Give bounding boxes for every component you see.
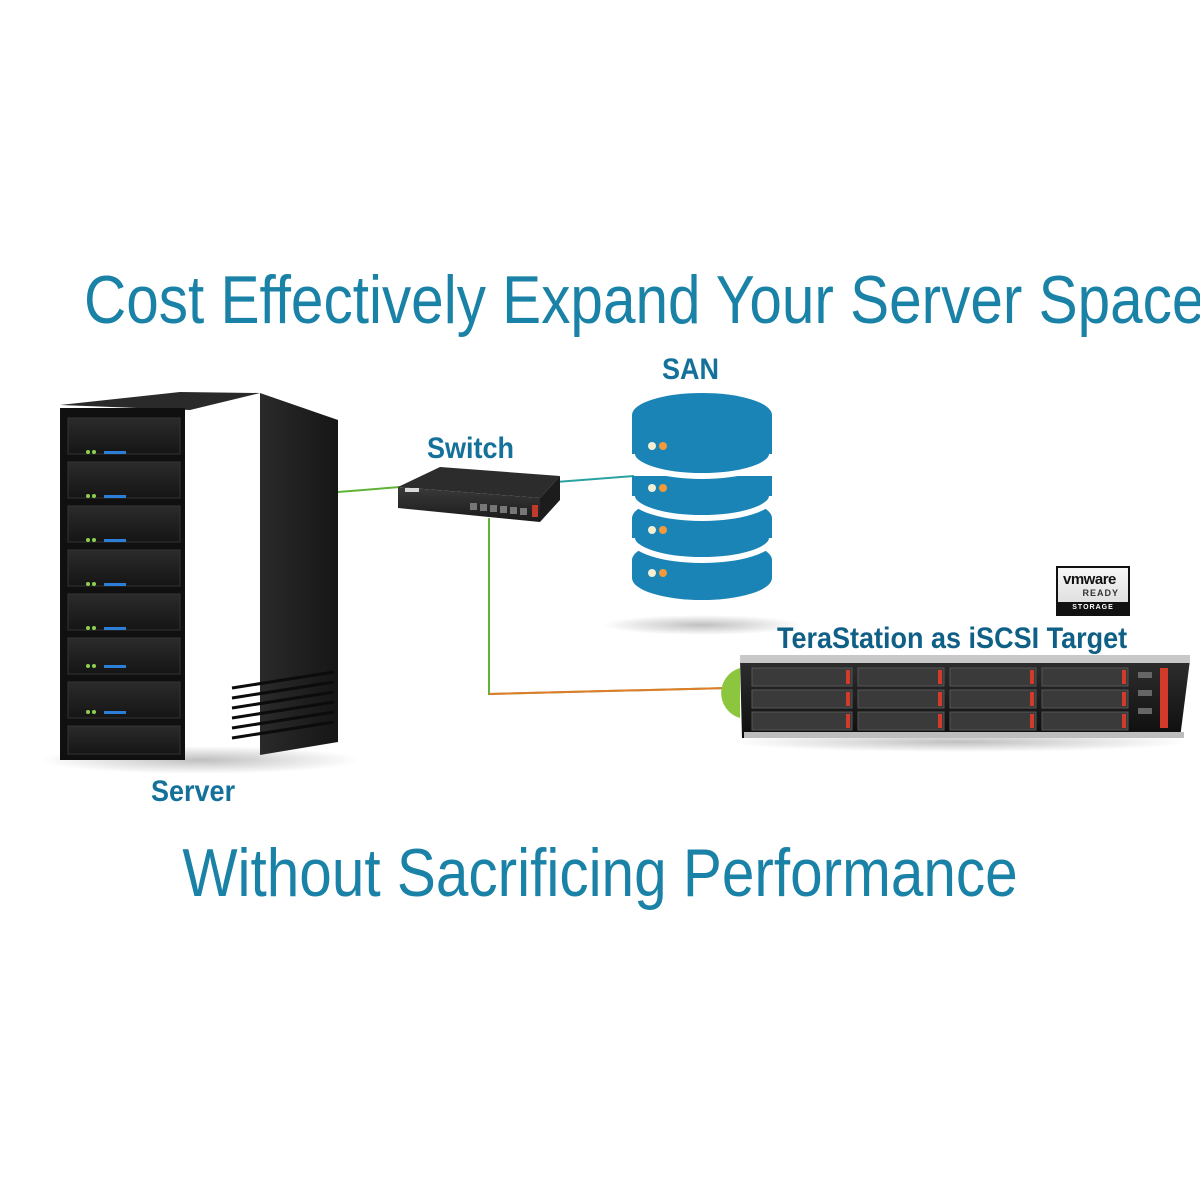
page-subtitle: Without Sacrificing Performance — [182, 835, 1018, 911]
nas-drive-bays — [751, 667, 1129, 731]
vmware-ready-text: READY — [1082, 588, 1119, 598]
server-rack-icon — [40, 392, 360, 774]
vmware-storage-text: STORAGE — [1058, 602, 1128, 614]
san-label: SAN — [662, 353, 720, 386]
link-switch-san — [555, 475, 635, 483]
server-label: Server — [151, 775, 236, 808]
server-bays — [67, 417, 181, 755]
terastation-label: TeraStation as iSCSI Target — [777, 622, 1128, 655]
vmware-brand: vmware — [1063, 571, 1116, 588]
nas-rack-icon — [721, 655, 1190, 752]
vmware-ready-badge: vmware READY STORAGE — [1056, 566, 1130, 616]
page-title: Cost Effectively Expand Your Server Spac… — [84, 262, 1200, 338]
link-server-switch — [337, 486, 401, 493]
database-icon — [602, 393, 802, 635]
network-switch-icon — [398, 467, 560, 522]
server-leds — [86, 450, 126, 714]
switch-label: Switch — [427, 432, 515, 465]
connection-lines — [337, 475, 729, 696]
